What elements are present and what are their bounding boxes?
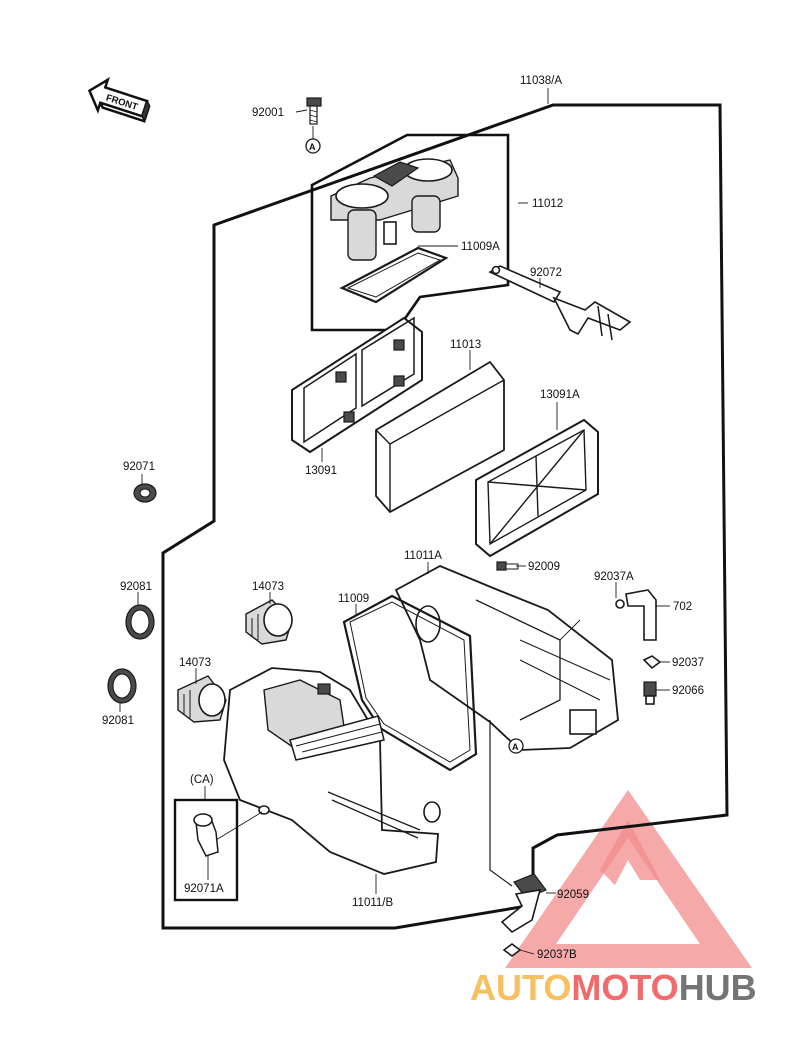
label-11038A: 11038/A <box>520 75 562 87</box>
air-cleaner-case-11011A <box>394 565 619 751</box>
label-92081-upper: 92081 <box>120 581 152 593</box>
element-frame-13091 <box>291 316 423 454</box>
bolt-92009 <box>496 561 519 571</box>
part-labels: 11038/A 92001 11012 11009A 92072 11013 1… <box>102 75 704 961</box>
label-92071: 92071 <box>123 461 155 473</box>
subassembly-border-11012 <box>310 133 510 332</box>
hose-702 <box>625 589 657 641</box>
label-702: 702 <box>673 601 692 613</box>
grommet-92071A <box>193 811 263 857</box>
label-92066: 92066 <box>672 685 704 697</box>
label-11013: 11013 <box>450 339 481 351</box>
gasket-11009 <box>342 594 478 772</box>
label-14073-upper: 14073 <box>252 581 284 593</box>
label-11011A: 11011A <box>404 550 442 562</box>
plug-92066 <box>643 681 657 705</box>
label-13091A: 13091A <box>540 389 580 401</box>
clamp-92037A <box>615 599 625 609</box>
ref-a-lower: A <box>512 742 519 752</box>
hose-92059 <box>500 873 547 934</box>
element-frame-13091A <box>475 418 599 558</box>
label-92071A: 92071A <box>184 883 224 895</box>
duct-14073-lower <box>177 675 227 723</box>
label-ca: (CA) <box>190 774 214 786</box>
label-11011B: 11011/B <box>352 897 393 909</box>
label-92059: 92059 <box>557 889 589 901</box>
label-92037A: 92037A <box>594 571 634 583</box>
air-cleaner-case-11011B <box>223 667 441 875</box>
watermark-triangle-logo <box>505 790 752 968</box>
label-92001: 92001 <box>252 107 284 119</box>
label-11009: 11009 <box>338 593 369 605</box>
label-11012: 11012 <box>532 198 563 210</box>
label-92037B: 92037B <box>537 949 577 961</box>
watermark: AUTOMOTOHUB <box>470 790 757 1008</box>
ca-frame <box>173 798 239 902</box>
air-filter-element-11013 <box>375 360 505 514</box>
assembly-border-11038A <box>161 103 729 930</box>
grommet-92071 <box>133 483 157 503</box>
watermark-brand: AUTOMOTOHUB <box>470 967 757 1008</box>
duct-14073-upper <box>245 599 293 645</box>
label-92072: 92072 <box>530 267 562 279</box>
gasket-11009A <box>339 246 449 304</box>
o-ring-92081-upper <box>125 604 155 640</box>
clamp-92037 <box>642 655 662 670</box>
watermark-brand-moto: MOTO <box>571 967 678 1008</box>
breather-line <box>489 720 513 887</box>
o-ring-92081-lower <box>107 668 137 704</box>
label-92037: 92037 <box>672 657 704 669</box>
bracket-92072 <box>488 265 632 341</box>
label-92081-lower: 92081 <box>102 715 134 727</box>
label-13091: 13091 <box>305 465 337 477</box>
watermark-brand-hub: HUB <box>679 967 757 1008</box>
label-11009A: 11009A <box>461 241 500 253</box>
bolt-92001 <box>306 97 322 125</box>
label-14073-lower: 14073 <box>179 657 211 669</box>
air-intake-11012 <box>330 158 459 261</box>
label-92009: 92009 <box>528 561 560 573</box>
watermark-brand-auto: AUTO <box>470 967 571 1008</box>
ref-circle-a-lower <box>508 738 524 754</box>
leader-lines <box>119 88 670 955</box>
ref-a-top: A <box>309 142 316 152</box>
front-arrow: FRONT <box>87 77 151 124</box>
